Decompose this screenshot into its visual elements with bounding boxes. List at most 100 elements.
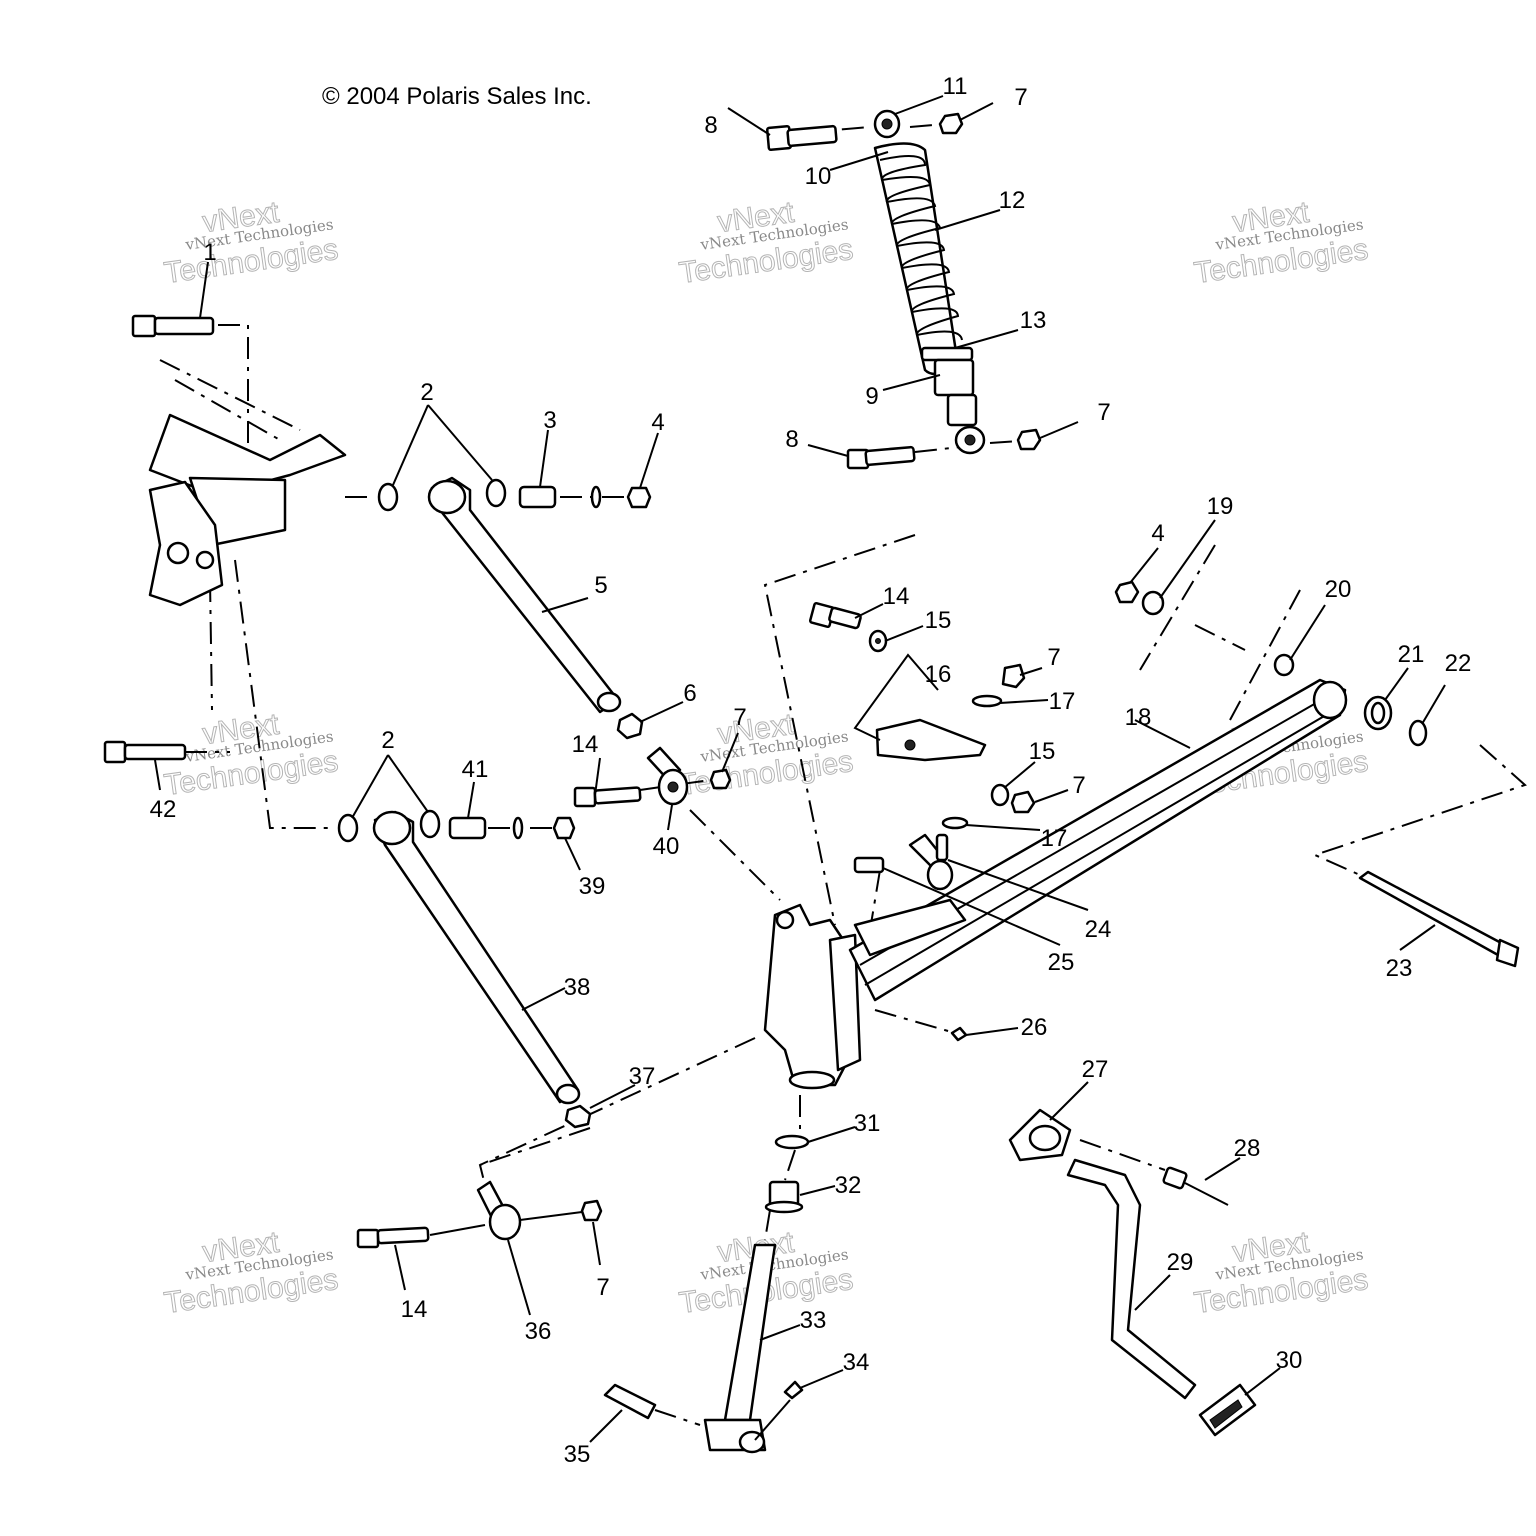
part-26-grease-fitting <box>950 1026 968 1042</box>
callout-20: 20 <box>1325 576 1352 603</box>
part-39-nut <box>552 816 576 840</box>
shock-spring <box>879 155 963 341</box>
part-24-tie-rod-end <box>908 833 954 891</box>
part-17-washer-lower <box>941 816 969 830</box>
callout-19: 19 <box>1207 493 1234 520</box>
callout-11: 11 <box>943 73 968 100</box>
callout-36: 36 <box>525 1318 552 1345</box>
part-28-pin <box>1162 1166 1229 1206</box>
callout-7: 7 <box>1047 644 1060 671</box>
part-33-spindle <box>703 1243 777 1454</box>
callout-6: 6 <box>683 680 696 707</box>
callout-34: 34 <box>843 1349 870 1376</box>
callout-37: 37 <box>629 1063 656 1090</box>
part-7-nut-lower <box>1010 790 1036 814</box>
callout-3: 3 <box>543 407 556 434</box>
part-29-pedal-arm <box>1066 1158 1197 1400</box>
callout-38: 38 <box>564 974 591 1001</box>
callout-18: 18 <box>1125 704 1152 731</box>
part-22-ring <box>1408 719 1428 747</box>
callout-40: 40 <box>653 833 680 860</box>
part-34-grease-fitting <box>783 1380 804 1400</box>
part-37-nut <box>564 1104 592 1129</box>
callout-4: 4 <box>1151 520 1164 547</box>
part-15-washer <box>868 629 888 653</box>
callout-5: 5 <box>594 572 607 599</box>
callout-42: 42 <box>150 796 177 823</box>
callout-9: 9 <box>865 383 878 410</box>
spindle-knuckle <box>763 903 862 1090</box>
part-7-nut <box>709 768 732 790</box>
part-30-pedal-pad <box>1198 1383 1257 1437</box>
callout-14: 14 <box>572 731 599 758</box>
shock-assembly <box>765 109 1042 470</box>
callout-7: 7 <box>1072 772 1085 799</box>
callout-17: 17 <box>1041 825 1068 852</box>
part-21-bushing <box>1363 695 1393 731</box>
part-2-bushing <box>377 478 507 512</box>
part-25-bushing <box>853 856 885 874</box>
part-4-nut <box>626 486 652 509</box>
callout-23: 23 <box>1386 955 1413 982</box>
callout-2: 2 <box>381 727 394 754</box>
callout-12: 12 <box>999 187 1026 214</box>
part-18-trailing-arm <box>848 678 1348 1002</box>
callout-33: 33 <box>800 1307 827 1334</box>
part-14-bolt <box>573 786 642 808</box>
part-38-lower-a-arm <box>372 810 581 1105</box>
callout-14: 14 <box>883 583 910 610</box>
callout-7: 7 <box>596 1274 609 1301</box>
callout-39: 39 <box>579 873 606 900</box>
callout-13: 13 <box>1020 307 1047 334</box>
callout-41: 41 <box>462 756 489 783</box>
watermark: vNext vNext Technologies Technologies <box>677 195 856 290</box>
callout-1: 1 <box>203 239 216 266</box>
watermark: vNext vNext Technologies Technologies <box>162 195 341 290</box>
callout-labels: 1 2 3 4 5 6 7 7 7 7 7 7 8 8 9 10 11 12 1… <box>150 73 1472 1468</box>
part-20-washer <box>1273 653 1295 677</box>
callout-17: 17 <box>1049 688 1076 715</box>
part-7-nut-upper <box>1001 663 1026 689</box>
callout-8: 8 <box>785 426 798 453</box>
part-17-washer <box>971 694 1003 708</box>
callout-30: 30 <box>1276 1347 1303 1374</box>
part-27-pivot-bracket <box>1008 1108 1072 1162</box>
part-5-upper-a-arm <box>427 476 622 714</box>
part-32-bushing <box>764 1180 804 1214</box>
callout-7: 7 <box>733 704 746 731</box>
part-23-bolt <box>1358 870 1520 968</box>
callout-8: 8 <box>704 112 717 139</box>
part-7-nut-lowerleft <box>580 1199 603 1222</box>
part-15-washer-lower <box>990 783 1010 807</box>
callout-10: 10 <box>805 163 832 190</box>
part-6-nut <box>616 712 644 740</box>
part-41-sleeve <box>448 816 524 840</box>
part-4-nut-right <box>1114 580 1140 604</box>
part-36-ball-joint <box>476 1180 522 1241</box>
part-3-sleeve <box>518 485 602 509</box>
callout-15: 15 <box>925 607 952 634</box>
callout-26: 26 <box>1021 1014 1048 1041</box>
part-40-ball-joint <box>646 746 689 806</box>
callout-4: 4 <box>651 409 664 436</box>
callout-25: 25 <box>1048 949 1075 976</box>
part-35-sleeve <box>603 1383 657 1420</box>
callout-2: 2 <box>420 379 433 406</box>
callout-7: 7 <box>1014 84 1027 111</box>
callout-29: 29 <box>1167 1249 1194 1276</box>
watermark: vNext vNext Technologies Technologies <box>1192 1225 1371 1320</box>
callout-7: 7 <box>1097 399 1110 426</box>
copyright-text: © 2004 Polaris Sales Inc. <box>322 83 592 110</box>
callout-35: 35 <box>564 1441 591 1468</box>
callout-15: 15 <box>1029 738 1056 765</box>
leader-lines <box>154 95 1446 1443</box>
callout-21: 21 <box>1398 641 1425 668</box>
watermark: vNext vNext Technologies Technologies <box>1192 195 1371 290</box>
part-16-bracket <box>875 718 987 762</box>
watermark: vNext vNext Technologies Technologies <box>162 1225 341 1320</box>
part-1-bolt <box>131 314 215 338</box>
callout-27: 27 <box>1082 1056 1109 1083</box>
part-42-bolt <box>103 740 187 764</box>
part-31-seal <box>774 1134 810 1150</box>
